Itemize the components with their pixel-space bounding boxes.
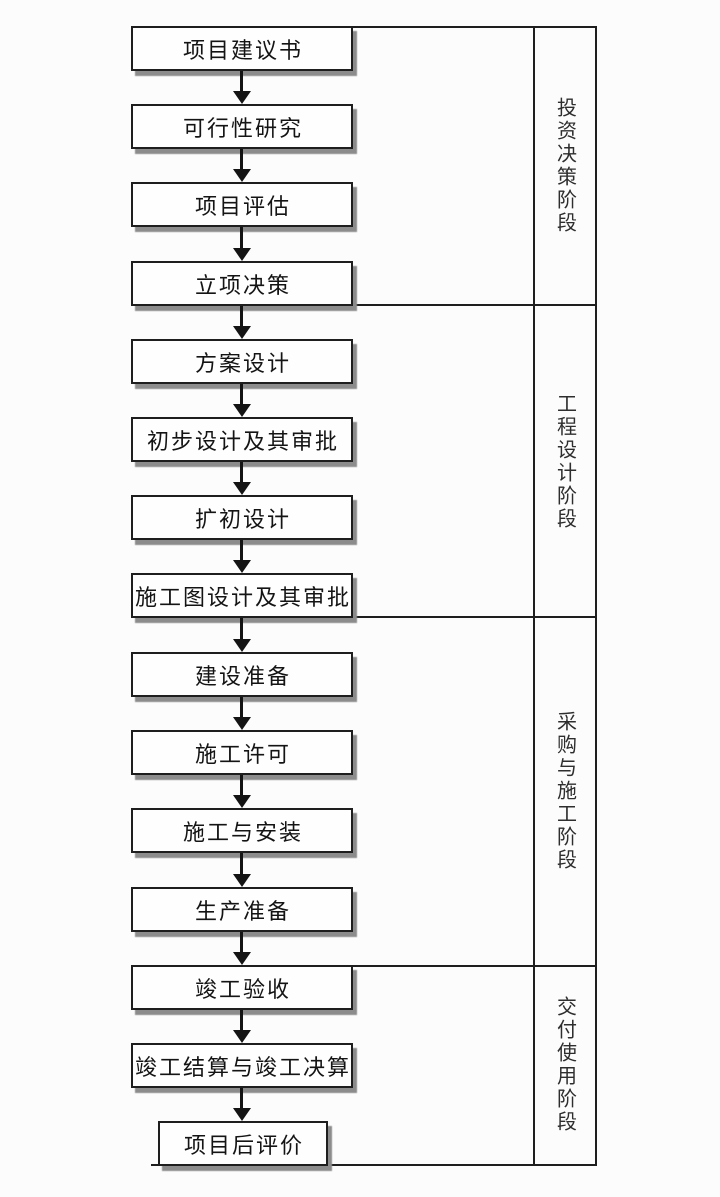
flow-arrow-down-icon — [232, 71, 251, 104]
flow-step-box: 立项决策 — [131, 261, 353, 306]
arrow-head — [232, 795, 251, 808]
arrow-shaft — [240, 1010, 243, 1030]
flow-arrow-down-icon — [232, 149, 251, 182]
arrow-shaft — [240, 618, 243, 639]
arrow-shaft — [240, 462, 243, 482]
flow-arrow-down-icon — [232, 775, 251, 808]
top-border-line — [351, 26, 597, 28]
flow-step-box: 项目建议书 — [131, 26, 353, 71]
arrow-shaft — [240, 853, 243, 874]
stage-cell: 采购与施工阶段 — [533, 618, 597, 965]
flow-step-box: 竣工结算与竣工决算 — [131, 1043, 353, 1088]
flow-step-box: 施工许可 — [131, 730, 353, 775]
arrow-shaft — [240, 71, 243, 91]
arrow-head — [232, 874, 251, 887]
arrow-head — [232, 326, 251, 339]
flow-step-box: 扩初设计 — [131, 495, 353, 540]
stage-label: 工程设计阶段 — [553, 393, 576, 531]
flow-arrow-down-icon — [232, 618, 251, 652]
stage-divider-line — [351, 304, 597, 306]
stage-label: 交付使用阶段 — [553, 995, 576, 1134]
flow-step-box: 施工与安装 — [131, 808, 353, 853]
flow-step-box: 可行性研究 — [131, 104, 353, 149]
arrow-head — [232, 248, 251, 261]
arrow-shaft — [240, 149, 243, 169]
flow-arrow-down-icon — [232, 384, 251, 417]
arrow-shaft — [240, 227, 243, 248]
flow-arrow-down-icon — [232, 227, 251, 261]
arrow-head — [232, 91, 251, 104]
flow-arrow-down-icon — [232, 1088, 251, 1121]
flow-arrow-down-icon — [232, 462, 251, 495]
bottom-border-line — [151, 1164, 597, 1166]
arrow-shaft — [240, 306, 243, 326]
flow-step-box: 初步设计及其审批 — [131, 417, 353, 462]
arrow-shaft — [240, 1088, 243, 1108]
stage-label: 投资决策阶段 — [553, 97, 576, 235]
flow-arrow-down-icon — [232, 306, 251, 339]
arrow-shaft — [240, 384, 243, 404]
flow-step-box: 生产准备 — [131, 887, 353, 932]
arrow-head — [232, 1108, 251, 1121]
arrow-head — [232, 169, 251, 182]
stage-cell: 投资决策阶段 — [533, 26, 597, 306]
flow-step-box: 方案设计 — [131, 339, 353, 384]
flow-arrow-down-icon — [232, 932, 251, 965]
flow-step-box: 建设准备 — [131, 652, 353, 697]
stage-column — [533, 26, 597, 1166]
flow-arrow-down-icon — [232, 697, 251, 730]
flow-step-box: 施工图设计及其审批 — [131, 573, 353, 618]
flow-arrow-down-icon — [232, 1010, 251, 1043]
arrow-head — [232, 952, 251, 965]
arrow-head — [232, 717, 251, 730]
flow-step-box: 竣工验收 — [131, 965, 353, 1010]
arrow-shaft — [240, 932, 243, 952]
stage-cell: 工程设计阶段 — [533, 306, 597, 618]
arrow-shaft — [240, 775, 243, 795]
flow-arrow-down-icon — [232, 540, 251, 573]
arrow-head — [232, 482, 251, 495]
stage-label: 采购与施工阶段 — [553, 711, 576, 872]
stage-divider-line — [351, 616, 597, 618]
stage-cell: 交付使用阶段 — [533, 965, 597, 1164]
arrow-head — [232, 404, 251, 417]
stage-divider-line — [351, 965, 597, 967]
flow-step-box: 项目后评价 — [158, 1121, 328, 1166]
arrow-head — [232, 560, 251, 573]
arrow-shaft — [240, 697, 243, 717]
flow-step-box: 项目评估 — [131, 182, 353, 227]
arrow-head — [232, 1030, 251, 1043]
arrow-shaft — [240, 540, 243, 560]
flow-arrow-down-icon — [232, 853, 251, 887]
arrow-head — [232, 639, 251, 652]
